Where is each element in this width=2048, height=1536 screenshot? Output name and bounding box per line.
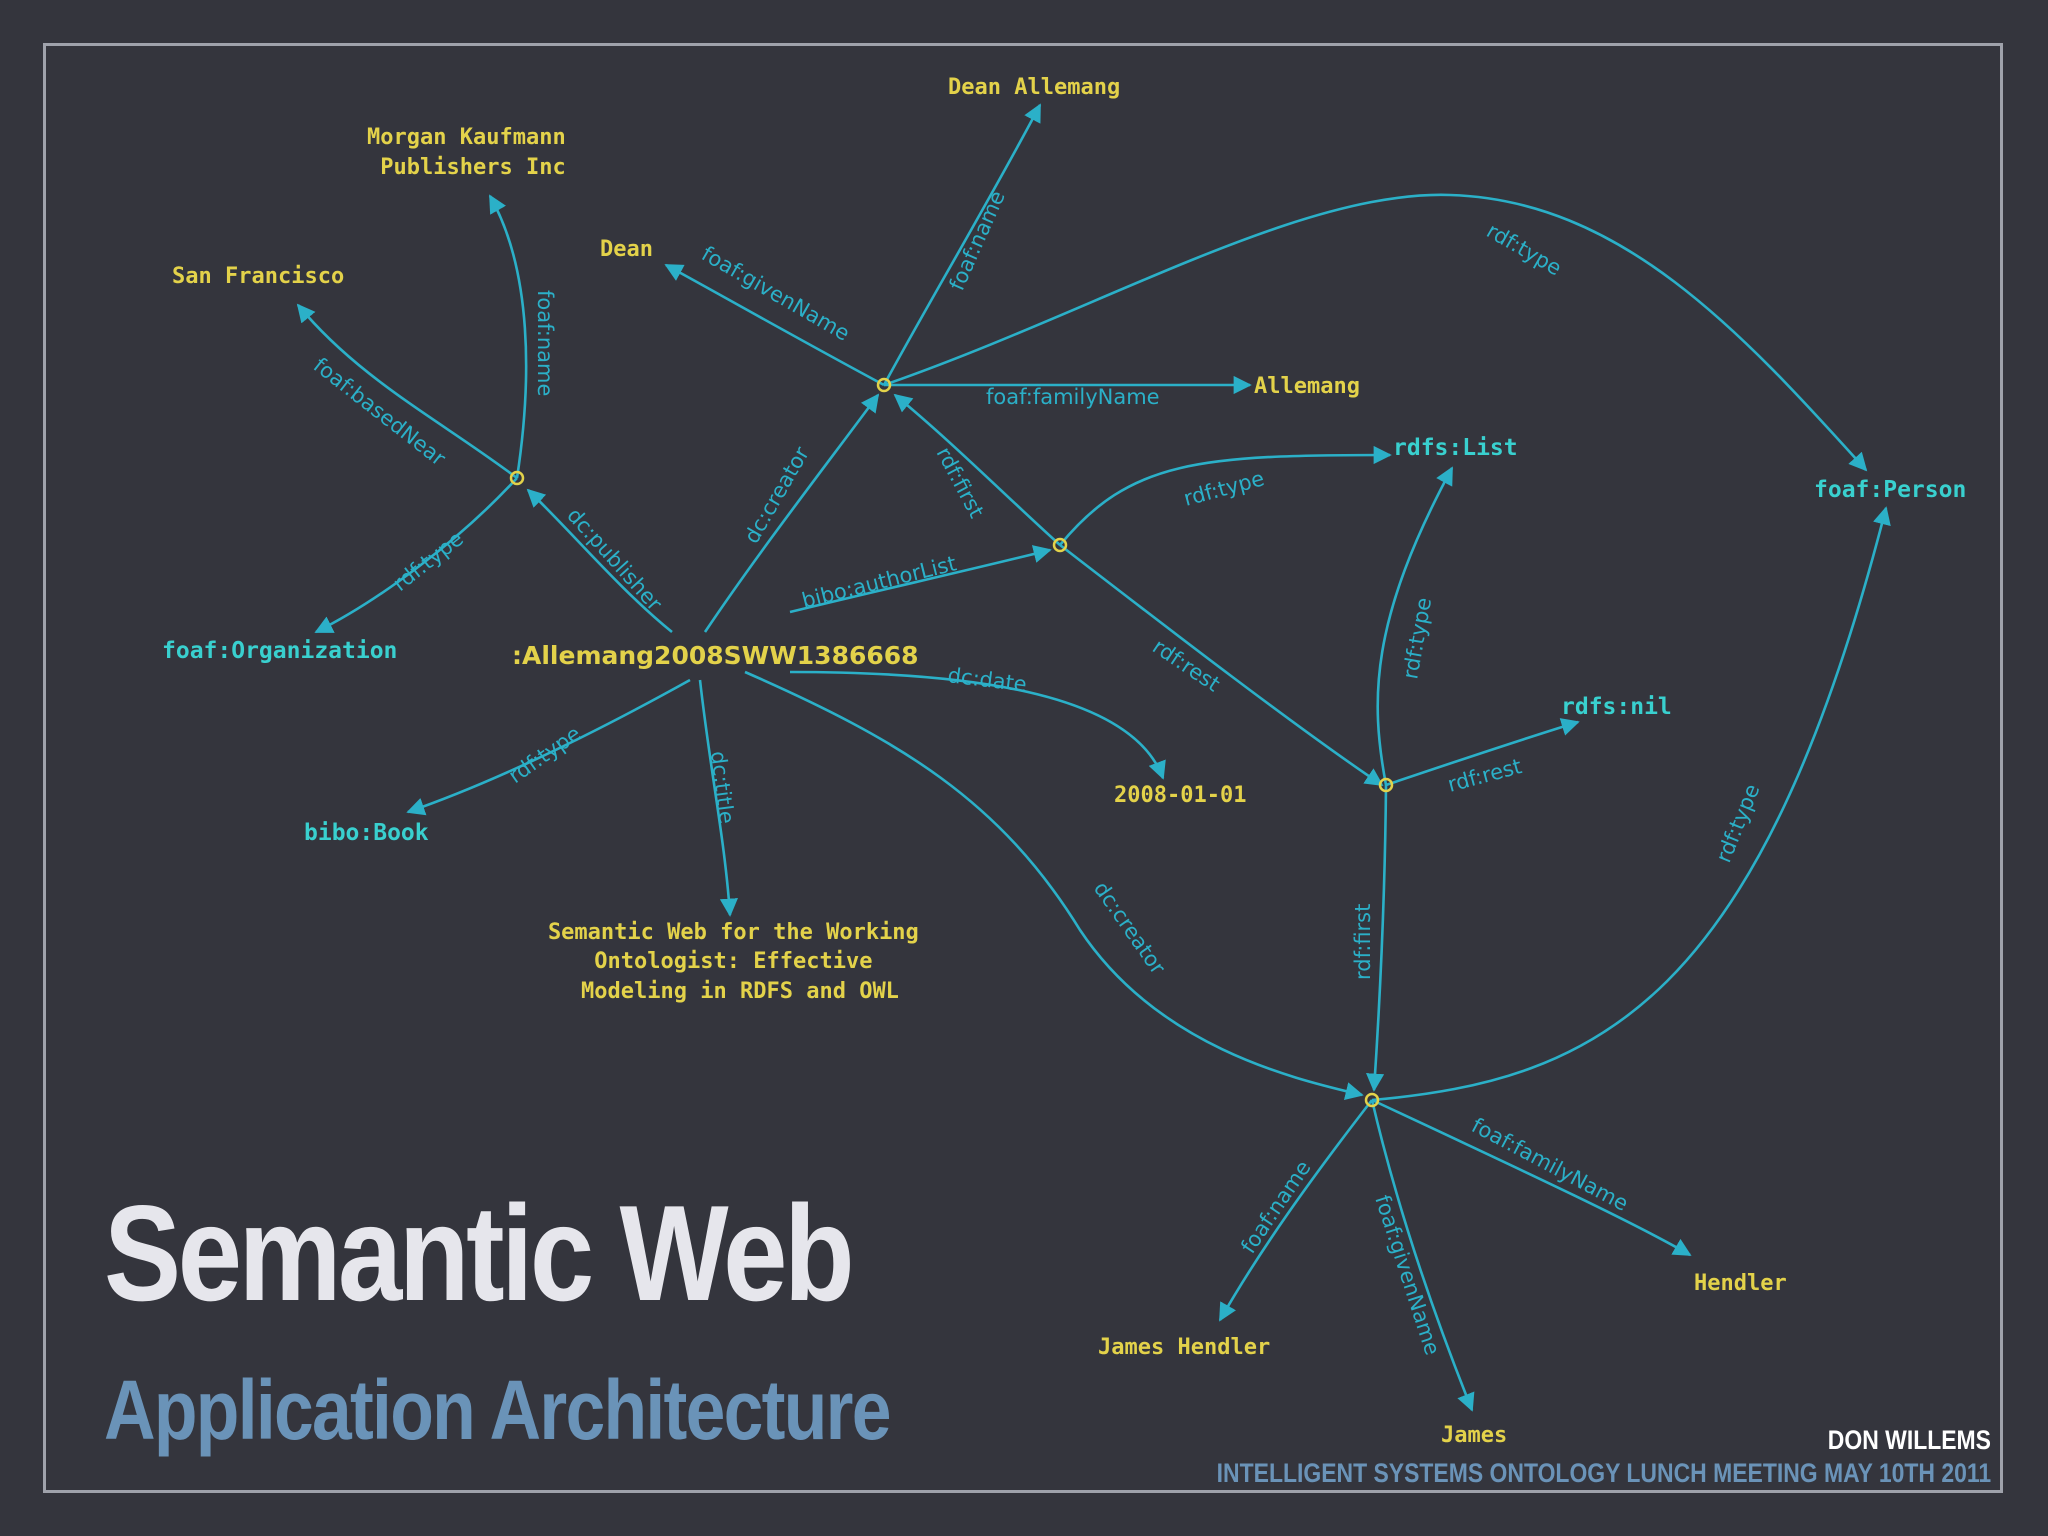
pred-foaf-name-publisher: foaf:name [533,290,557,396]
literal-allemang: Allemang [1254,374,1360,399]
edge-subject-authorlist [789,545,1052,614]
bnode-james [1364,1092,1380,1108]
pred-rdf-type-person2: rdf:type [1711,781,1764,866]
pred-foaf-basednear: foaf:basedNear [309,353,450,471]
edge-james-type [1371,506,1891,1102]
edge-dean-givenname [664,263,885,387]
slide-frame [43,43,2003,1493]
pred-foaf-name-james: foaf:name [1236,1156,1315,1258]
bnode-publisher [509,470,525,486]
edge-subject-creator2 [744,670,1364,1100]
edge-list2-first [1366,784,1388,1092]
edge-subject-type [406,678,691,816]
slide-title: Semantic Web [104,1177,855,1329]
edge-publisher-basednear [296,303,518,480]
graph-edges [296,103,1891,1412]
edge-james-familyname [1371,1098,1692,1257]
edge-dean-type [883,193,1868,472]
pred-rdf-type-book: rdf:type [504,721,585,788]
literal-hendler: Hendler [1694,1271,1787,1296]
slide-subtitle: Application Architecture [104,1363,891,1457]
edge-list2-rest [1385,718,1580,787]
event-caption: INTELLIGENT SYSTEMS ONTOLOGY LUNCH MEETI… [1216,1458,1991,1488]
resource-rdfs-nil: rdfs:nil [1561,694,1672,720]
pred-foaf-givenname-james: foaf:givenName [1370,1192,1444,1358]
pred-rdf-type-list1: rdf:type [1181,466,1267,510]
edge-subject-date [789,670,1166,780]
resource-foaf-organization: foaf:Organization [162,638,397,664]
pred-foaf-givenname-dean: foaf:givenName [698,242,854,346]
literal-dean: Dean [600,237,653,262]
pred-foaf-familyname-james: foaf:familyName [1468,1113,1633,1216]
literal-james: James [1441,1423,1507,1448]
pred-dc-title: dc:title [706,750,739,825]
subject-node: :Allemang2008SWW1386668 [512,641,919,670]
resource-bibo-book: bibo:Book [304,820,429,846]
literal-book-title: Semantic Web for the Working Ontologist:… [548,920,932,1004]
pred-rdf-type-list2: rdf:type [1398,596,1436,681]
bnode-list2 [1378,777,1394,793]
literal-san-francisco: San Francisco [172,264,344,289]
edge-james-name [1218,1099,1374,1322]
literal-james-hendler: James Hendler [1098,1335,1270,1360]
bnode-dean [876,377,892,393]
node-labels: Morgan Kaufmann Publishers Inc San Franc… [162,75,1966,1448]
blank-nodes [509,377,1394,1108]
edge-list1-type [1058,445,1392,546]
pred-dc-date: dc:date [946,663,1028,696]
pred-rdf-type-org: rdf:type [388,526,468,596]
pred-rdf-type-person1: rdf:type [1483,219,1566,281]
literal-date: 2008-01-01 [1114,783,1246,808]
pred-bibo-authorlist: bibo:authorList [799,551,958,613]
edge-subject-publisher [526,488,673,634]
edge-subject-creator1 [703,393,880,633]
pred-foaf-familyname-dean: foaf:familyName [986,385,1160,409]
pred-dc-creator-2: dc:creator [1089,877,1170,979]
resource-rdfs-list: rdfs:List [1393,435,1518,461]
literal-morgan-kaufmann: Morgan Kaufmann Publishers Inc [367,125,579,180]
pred-dc-publisher: dc:publisher [562,503,667,615]
edge-list1-rest [1059,543,1384,787]
edge-james-givenname [1370,1099,1475,1412]
bnode-list1 [1052,537,1068,553]
edge-publisher-name [488,194,528,479]
author-name: DON WILLEMS [1827,1425,1991,1455]
resource-foaf-person: foaf:Person [1814,477,1966,503]
edge-subject-title [698,679,738,917]
pred-rdf-first-2: rdf:first [1351,904,1375,980]
pred-foaf-name-dean: foaf:name [945,187,1010,294]
edge-publisher-type [314,477,518,634]
pred-rdf-first-1: rdf:first [932,443,989,522]
edge-dean-name [882,103,1042,386]
edge-list2-type [1376,466,1454,786]
literal-dean-allemang: Dean Allemang [948,75,1120,100]
edge-list1-first [893,393,1061,546]
